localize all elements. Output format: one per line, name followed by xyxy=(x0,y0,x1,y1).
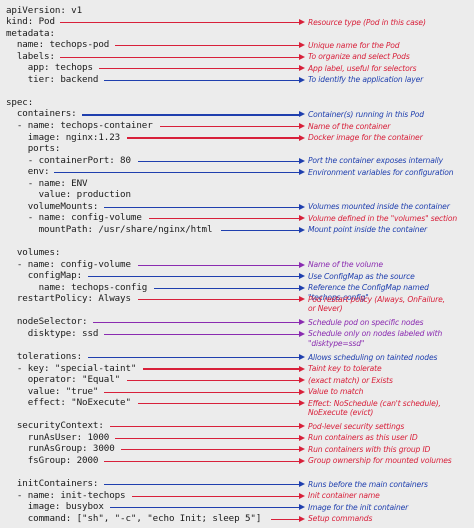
yaml-line: configMap: xyxy=(6,270,83,282)
annotation-text: Reference the ConfigMap named "techops-c… xyxy=(308,283,429,302)
annotation-text: Port the container exposes internally xyxy=(308,156,443,166)
annotation-text: Image for the init container xyxy=(308,502,409,512)
yaml-line: - containerPort: 80 xyxy=(6,154,131,166)
annotation-text: Pod restart policy (Always, OnFailure, o… xyxy=(308,294,445,314)
yaml-line: kind: Pod xyxy=(6,16,55,28)
yaml-line: spec: xyxy=(6,96,34,108)
annotation-text: Name of the container xyxy=(308,121,391,131)
yaml-line: mountPath: /usr/share/nginx/html xyxy=(6,223,213,235)
yaml-line: command: ["sh", "-c", "echo Init; sleep … xyxy=(6,512,262,524)
annotation-text: Resource type (Pod in this case) xyxy=(308,17,426,27)
annotation-text: Schedule only on nodes labeled with "dis… xyxy=(308,329,443,348)
annotation-text: Setup commands xyxy=(308,514,373,524)
annotation-text: Mount point inside the container xyxy=(308,225,427,235)
yaml-line: nodeSelector: xyxy=(6,316,88,328)
annotation-text: Name of the volume xyxy=(308,260,383,270)
annotation-text: Container(s) running in this Pod xyxy=(308,109,424,119)
yaml-line: volumes: xyxy=(6,247,61,259)
annotation-text: To organize and select Pods xyxy=(308,52,410,62)
yaml-line: value: production xyxy=(6,189,131,201)
annotation-text: App label, useful for selectors xyxy=(308,63,417,73)
annotation-text: To identify the application layer xyxy=(308,75,424,85)
yaml-line: - name: ENV xyxy=(6,177,88,189)
yaml-line: runAsGroup: 3000 xyxy=(6,443,115,455)
yaml-line: - name: config-volume xyxy=(6,212,142,224)
annotation-text: Runs before the main containers xyxy=(308,479,428,489)
yaml-line: - name: config-volume xyxy=(6,258,131,270)
yaml-line: metadata: xyxy=(6,27,55,39)
yaml-line: tier: backend xyxy=(6,73,99,85)
annotation-text: Schedule pod on specific nodes xyxy=(308,317,424,327)
yaml-line: effect: "NoExecute" xyxy=(6,397,131,409)
annotation-text: Init container name xyxy=(308,491,380,501)
annotation-text: Environment variables for configuration xyxy=(308,167,454,177)
yaml-line: - key: "special-taint" xyxy=(6,362,137,374)
annotation-text: Group ownership for mounted volumes xyxy=(308,456,452,466)
yaml-line: name: techops-config xyxy=(6,281,148,293)
yaml-line: image: nginx:1.23 xyxy=(6,131,121,143)
yaml-line: restartPolicy: Always xyxy=(6,293,131,305)
yaml-line: securityContext: xyxy=(6,420,104,432)
annotation-text: Unique name for the Pod xyxy=(308,40,400,50)
yaml-line: volumeMounts: xyxy=(6,200,99,212)
yaml-line: labels: xyxy=(6,50,55,62)
annotation-text: Volume defined in the "volumes" section xyxy=(308,213,457,223)
yaml-line: - name: techops-container xyxy=(6,120,153,131)
annotation-text: Effect: NoSchedule (can't schedule), NoE… xyxy=(308,398,441,418)
yaml-line: disktype: ssd xyxy=(6,327,99,339)
yaml-line: operator: "Equal" xyxy=(6,374,121,386)
annotation-text: Run containers as this user ID xyxy=(308,433,418,443)
annotation-text: (exact match) or Exists xyxy=(308,375,393,385)
annotation-text: Pod-level security settings xyxy=(308,421,405,431)
annotation-text: Use ConfigMap as the source xyxy=(308,271,415,281)
yaml-line: app: techops xyxy=(6,62,93,74)
yaml-line: initContainers: xyxy=(6,478,99,490)
yaml-line: - name: init-techops xyxy=(6,489,126,501)
yaml-line: name: techops-pod xyxy=(6,39,110,51)
annotation-text: Value to match xyxy=(308,387,364,397)
yaml-line: runAsUser: 1000 xyxy=(6,431,110,443)
yaml-line: env: xyxy=(6,166,50,178)
yaml-line: image: busybox xyxy=(6,501,104,513)
yaml-line: value: "true" xyxy=(6,385,99,397)
annotation-text: Allows scheduling on tainted nodes xyxy=(308,352,438,362)
yaml-line: tolerations: xyxy=(6,351,83,362)
yaml-line: apiVersion: v1 xyxy=(6,4,83,16)
annotation-text: Run containers with this group ID xyxy=(308,444,431,454)
annotation-text: Taint key to tolerate xyxy=(308,364,382,374)
yaml-line: fsGroup: 2000 xyxy=(6,454,99,466)
yaml-line: containers: xyxy=(6,108,77,120)
annotation-text: Docker image for the container xyxy=(308,133,423,143)
yaml-line: ports: xyxy=(6,143,61,155)
annotation-text: Volumes mounted inside the container xyxy=(308,202,450,212)
